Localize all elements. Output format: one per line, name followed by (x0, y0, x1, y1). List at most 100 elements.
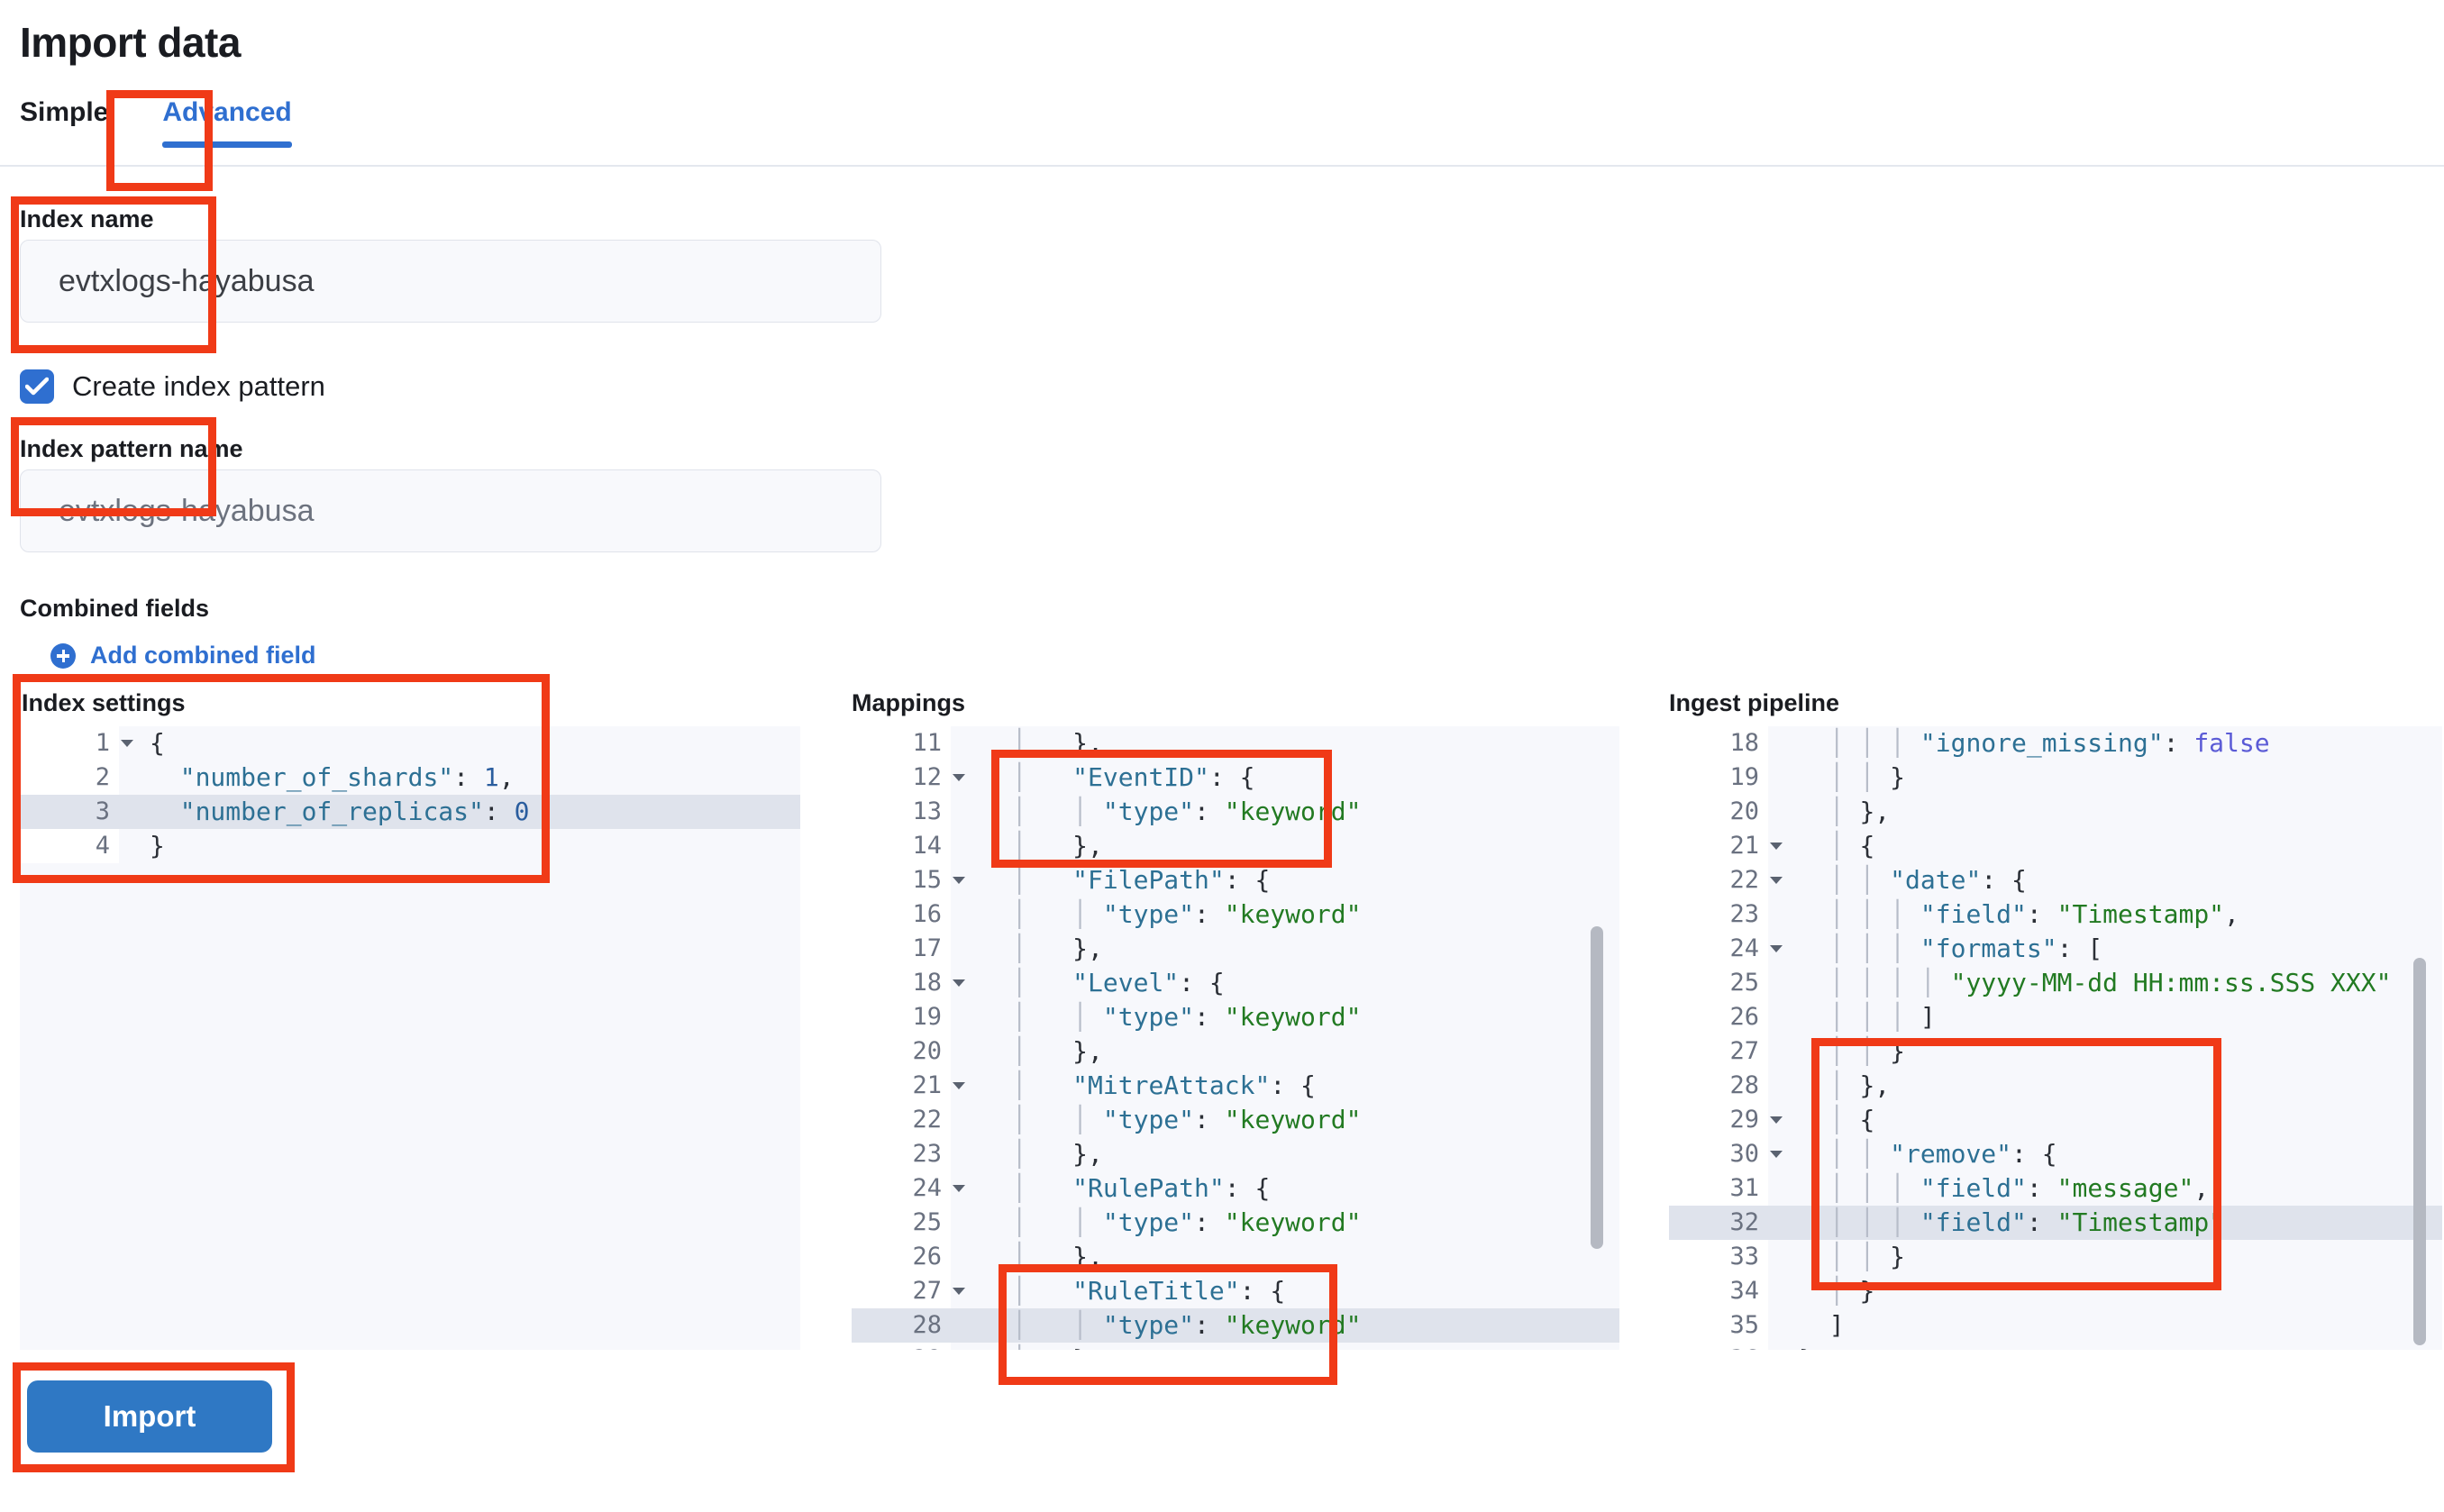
code-line[interactable]: 21 │ { (1669, 829, 2442, 863)
code-line[interactable]: 29 │ }, (852, 1343, 1619, 1350)
tab-advanced[interactable]: Advanced (141, 97, 313, 148)
code-text: │ { (1828, 1105, 1875, 1134)
mappings-editor[interactable]: 11 │ },12 │ "EventID": {13 │ │ "type": "… (852, 726, 1619, 1350)
code-line[interactable]: 3 "number_of_replicas": 0 (20, 795, 800, 829)
line-number: 27 (1669, 1034, 1768, 1069)
code-line[interactable]: 22 │ │ "date": { (1669, 863, 2442, 897)
code-text: │ "RulePath": { (1011, 1173, 1271, 1203)
line-number: 30 (1669, 1137, 1783, 1171)
mappings-title: Mappings (852, 689, 965, 716)
code-line[interactable]: 26 │ }, (852, 1240, 1619, 1274)
fold-arrow-icon[interactable] (953, 979, 965, 987)
code-line[interactable]: 36} (1669, 1343, 2442, 1350)
line-number: 26 (1669, 1000, 1768, 1034)
index-settings-editor[interactable]: 1{2 "number_of_shards": 1,3 "number_of_r… (20, 726, 800, 1350)
code-line[interactable]: 34 │ } (1669, 1274, 2442, 1308)
line-number: 23 (1669, 897, 1768, 932)
fold-arrow-icon[interactable] (121, 740, 133, 747)
code-line[interactable]: 27 │ │ } (1669, 1034, 2442, 1069)
code-text: { (150, 728, 165, 758)
code-line[interactable]: 16 │ │ "type": "keyword" (852, 897, 1619, 932)
code-line[interactable]: 31 │ │ │ "field": "message", (1669, 1171, 2442, 1206)
code-text: │ │ "type": "keyword" (1011, 797, 1362, 826)
fold-arrow-icon[interactable] (1770, 945, 1783, 952)
code-line[interactable]: 19 │ │ } (1669, 761, 2442, 795)
code-line[interactable]: 1{ (20, 726, 800, 761)
code-line[interactable]: 28 │ │ "type": "keyword" (852, 1308, 1619, 1343)
code-line[interactable]: 18 │ "Level": { (852, 966, 1619, 1000)
code-line[interactable]: 24 │ "RulePath": { (852, 1171, 1619, 1206)
code-line[interactable]: 28 │ }, (1669, 1069, 2442, 1103)
fold-arrow-icon[interactable] (1770, 1116, 1783, 1124)
code-line[interactable]: 13 │ │ "type": "keyword" (852, 795, 1619, 829)
code-text: │ │ │ "field": "Timestamp" (1828, 1207, 2225, 1237)
code-line[interactable]: 21 │ "MitreAttack": { (852, 1069, 1619, 1103)
line-number: 28 (1669, 1069, 1768, 1103)
code-line[interactable]: 26 │ │ │ ] (1669, 1000, 2442, 1034)
create-index-pattern-row[interactable]: Create index pattern (20, 369, 325, 404)
fold-arrow-icon[interactable] (953, 774, 965, 781)
code-line[interactable]: 27 │ "RuleTitle": { (852, 1274, 1619, 1308)
code-line[interactable]: 24 │ │ │ "formats": [ (1669, 932, 2442, 966)
code-line[interactable]: 23 │ }, (852, 1137, 1619, 1171)
code-line[interactable]: 29 │ { (1669, 1103, 2442, 1137)
code-line[interactable]: 19 │ │ "type": "keyword" (852, 1000, 1619, 1034)
add-combined-field-button[interactable]: Add combined field (50, 642, 316, 669)
fold-arrow-icon[interactable] (953, 1288, 965, 1295)
import-button[interactable]: Import (27, 1380, 272, 1453)
line-number: 24 (852, 1171, 965, 1206)
code-line[interactable]: 35 ] (1669, 1308, 2442, 1343)
fold-arrow-icon[interactable] (1770, 877, 1783, 884)
code-text: │ │ │ "field": "message", (1828, 1173, 2210, 1203)
code-line[interactable]: 30 │ │ "remove": { (1669, 1137, 2442, 1171)
code-text: │ { (1828, 831, 1875, 861)
fold-arrow-icon[interactable] (1770, 843, 1783, 850)
index-pattern-name-input[interactable]: evtxlogs-hayabusa (20, 469, 881, 552)
ingest-pipeline-scrollbar[interactable] (2413, 958, 2426, 1345)
code-line[interactable]: 12 │ "EventID": { (852, 761, 1619, 795)
code-line[interactable]: 14 │ }, (852, 829, 1619, 863)
tab-simple[interactable]: Simple (20, 97, 109, 127)
code-text: │ │ │ ] (1828, 1002, 1936, 1032)
line-number: 14 (852, 829, 951, 863)
create-index-pattern-checkbox[interactable] (20, 369, 54, 404)
code-line[interactable]: 2 "number_of_shards": 1, (20, 761, 800, 795)
code-line[interactable]: 18 │ │ │ "ignore_missing": false (1669, 726, 2442, 761)
code-line[interactable]: 32 │ │ │ "field": "Timestamp" (1669, 1206, 2442, 1240)
tab-bar: Simple Advanced (20, 97, 314, 148)
code-line[interactable]: 20 │ }, (852, 1034, 1619, 1069)
code-line[interactable]: 17 │ }, (852, 932, 1619, 966)
line-number: 15 (852, 863, 965, 897)
code-text: │ }, (1828, 1070, 1891, 1100)
line-number: 19 (852, 1000, 951, 1034)
line-number: 20 (852, 1034, 951, 1069)
code-text: "number_of_replicas": 0 (179, 797, 530, 826)
code-line[interactable]: 22 │ │ "type": "keyword" (852, 1103, 1619, 1137)
fold-arrow-icon[interactable] (953, 1082, 965, 1089)
index-name-input[interactable]: evtxlogs-hayabusa (20, 240, 881, 323)
code-line[interactable]: 23 │ │ │ "field": "Timestamp", (1669, 897, 2442, 932)
line-number: 20 (1669, 795, 1768, 829)
code-line[interactable]: 11 │ }, (852, 726, 1619, 761)
line-number: 33 (1669, 1240, 1768, 1274)
code-line[interactable]: 25 │ │ │ │ "yyyy-MM-dd HH:mm:ss.SSS XXX" (1669, 966, 2442, 1000)
code-text: │ }, (1011, 1242, 1103, 1271)
ingest-pipeline-title: Ingest pipeline (1669, 689, 1840, 716)
code-text: │ │ "type": "keyword" (1011, 899, 1362, 929)
line-number: 16 (852, 897, 951, 932)
code-text: │ }, (1828, 797, 1891, 826)
fold-arrow-icon[interactable] (953, 1185, 965, 1192)
line-number: 22 (1669, 863, 1783, 897)
code-line[interactable]: 15 │ "FilePath": { (852, 863, 1619, 897)
line-number: 19 (1669, 761, 1768, 795)
mappings-scrollbar[interactable] (1591, 926, 1603, 1249)
code-line[interactable]: 20 │ }, (1669, 795, 2442, 829)
code-line[interactable]: 4} (20, 829, 800, 863)
line-number: 29 (1669, 1103, 1783, 1137)
code-line[interactable]: 33 │ │ } (1669, 1240, 2442, 1274)
code-line[interactable]: 25 │ │ "type": "keyword" (852, 1206, 1619, 1240)
fold-arrow-icon[interactable] (953, 877, 965, 884)
fold-arrow-icon[interactable] (1770, 1151, 1783, 1158)
